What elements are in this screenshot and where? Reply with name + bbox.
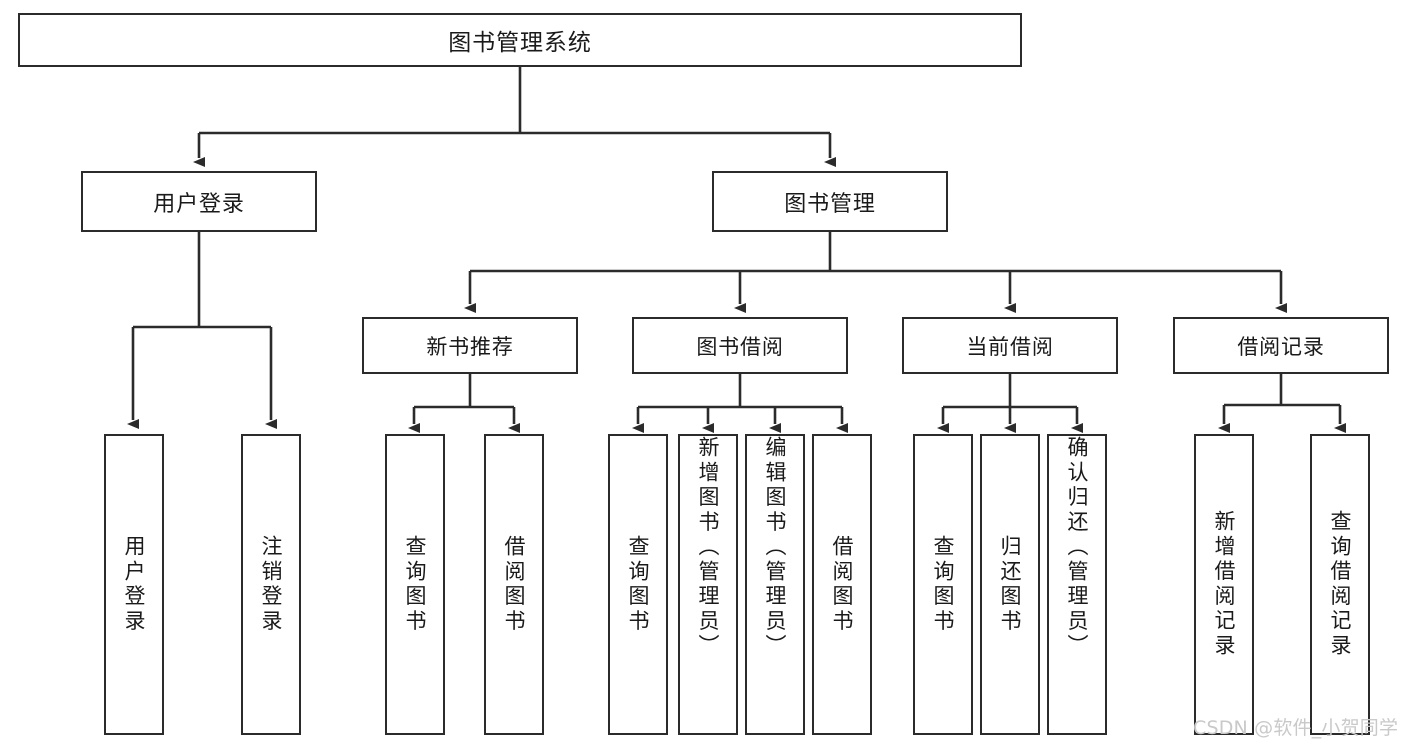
node-label: 新增借阅记录	[1212, 510, 1237, 659]
node-label: 新书推荐	[426, 334, 514, 359]
node-new-book-recommend[interactable]: 新书推荐	[362, 317, 578, 374]
node-label: 编辑图书（管理员）	[763, 436, 788, 660]
node-label: 用户登录	[122, 534, 147, 635]
csdn-watermark: CSDN @软件_小贺同学	[1193, 717, 1399, 739]
node-label: 归还图书	[998, 534, 1023, 635]
node-current-borrow[interactable]: 当前借阅	[902, 317, 1118, 374]
node-label: 图书借阅	[696, 334, 784, 359]
leaf-recommend-borrow-book[interactable]: 借阅图书	[484, 434, 544, 735]
node-label: 查询图书	[931, 534, 956, 635]
leaf-user-login-login[interactable]: 用户登录	[104, 434, 164, 735]
node-label: 查询图书	[403, 534, 428, 635]
node-book-management[interactable]: 图书管理	[712, 171, 948, 232]
node-label: 当前借阅	[966, 334, 1054, 359]
node-label: 图书管理	[784, 191, 876, 217]
node-label: 查询图书	[626, 534, 651, 635]
leaf-recommend-query-book[interactable]: 查询图书	[385, 434, 445, 735]
node-label: 注销登录	[259, 534, 284, 635]
leaf-records-query-record[interactable]: 查询借阅记录	[1310, 434, 1370, 735]
node-label: 图书管理系统	[448, 30, 592, 56]
node-label: 借阅记录	[1237, 334, 1325, 359]
leaf-borrow-edit-book-admin[interactable]: 编辑图书（管理员）	[745, 434, 805, 735]
node-borrow-records[interactable]: 借阅记录	[1173, 317, 1389, 374]
node-book-borrow[interactable]: 图书借阅	[632, 317, 848, 374]
node-label: 查询借阅记录	[1328, 510, 1353, 659]
node-label: 新增图书（管理员）	[696, 436, 721, 660]
node-user-login[interactable]: 用户登录	[81, 171, 317, 232]
leaf-borrow-query-book[interactable]: 查询图书	[608, 434, 668, 735]
leaf-borrow-borrow-book[interactable]: 借阅图书	[812, 434, 872, 735]
node-label: 借阅图书	[830, 534, 855, 635]
leaf-current-return-book[interactable]: 归还图书	[980, 434, 1040, 735]
leaf-borrow-add-book-admin[interactable]: 新增图书（管理员）	[678, 434, 738, 735]
node-label: 用户登录	[153, 191, 245, 217]
leaf-user-login-logout[interactable]: 注销登录	[241, 434, 301, 735]
leaf-current-query-book[interactable]: 查询图书	[913, 434, 973, 735]
node-root-system[interactable]: 图书管理系统	[18, 13, 1022, 67]
leaf-records-add-record[interactable]: 新增借阅记录	[1194, 434, 1254, 735]
node-label: 确认归还（管理员）	[1065, 436, 1090, 660]
leaf-current-confirm-return-admin[interactable]: 确认归还（管理员）	[1047, 434, 1107, 735]
node-label: 借阅图书	[502, 534, 527, 635]
